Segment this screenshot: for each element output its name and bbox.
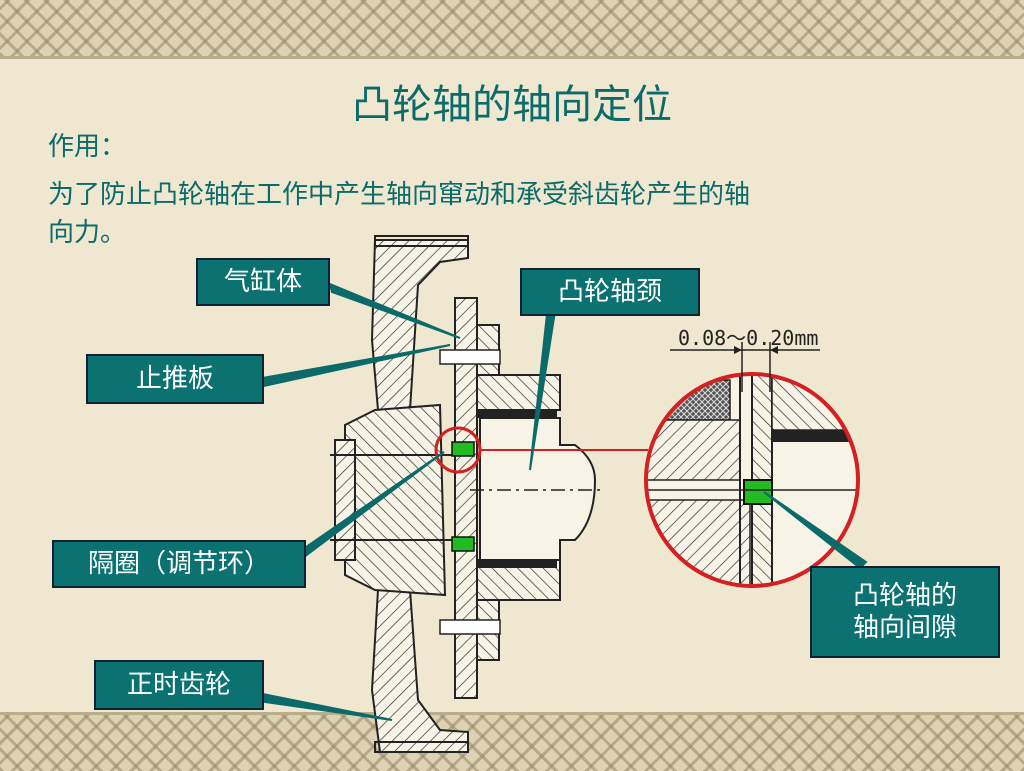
zoom-circle: [644, 372, 860, 588]
label-axial-clearance: 凸轮轴的 轴向间隙: [810, 566, 1000, 658]
purpose-text-line1: 为了防止凸轮轴在工作中产生轴向窜动和承受斜齿轮产生的轴: [48, 180, 751, 210]
label-axial-clearance-line1: 凸轮轴的: [852, 581, 957, 611]
label-timing-gear: 正时齿轮: [94, 660, 264, 710]
purpose-heading: 作用：: [48, 132, 127, 162]
clearance-dimension: [670, 342, 820, 392]
bottom-decorative-border: [0, 712, 1024, 771]
clearance-dimension-text: 0.08～0.20mm: [678, 326, 819, 350]
label-thrust-plate: 止推板: [86, 354, 264, 404]
purpose-text-line2: 向力。: [48, 218, 127, 248]
gear-hub-drawing: [330, 403, 470, 597]
label-axial-clearance-line2: 轴向间隙: [852, 613, 957, 643]
leader-lines: [260, 282, 868, 721]
cylinder-block-drawing: [470, 374, 600, 601]
slide-title: 凸轮轴的轴向定位: [352, 82, 672, 128]
label-cylinder-block: 气缸体: [196, 258, 330, 306]
label-spacer-ring: 隔圈（调节环）: [52, 540, 306, 588]
spacer-ring-green-lower: [451, 536, 475, 552]
spacer-ring-green: [451, 441, 475, 457]
label-camshaft-journal: 凸轮轴颈: [520, 268, 700, 316]
timing-gear-drawing: [370, 235, 469, 753]
top-decorative-border: [0, 0, 1024, 59]
